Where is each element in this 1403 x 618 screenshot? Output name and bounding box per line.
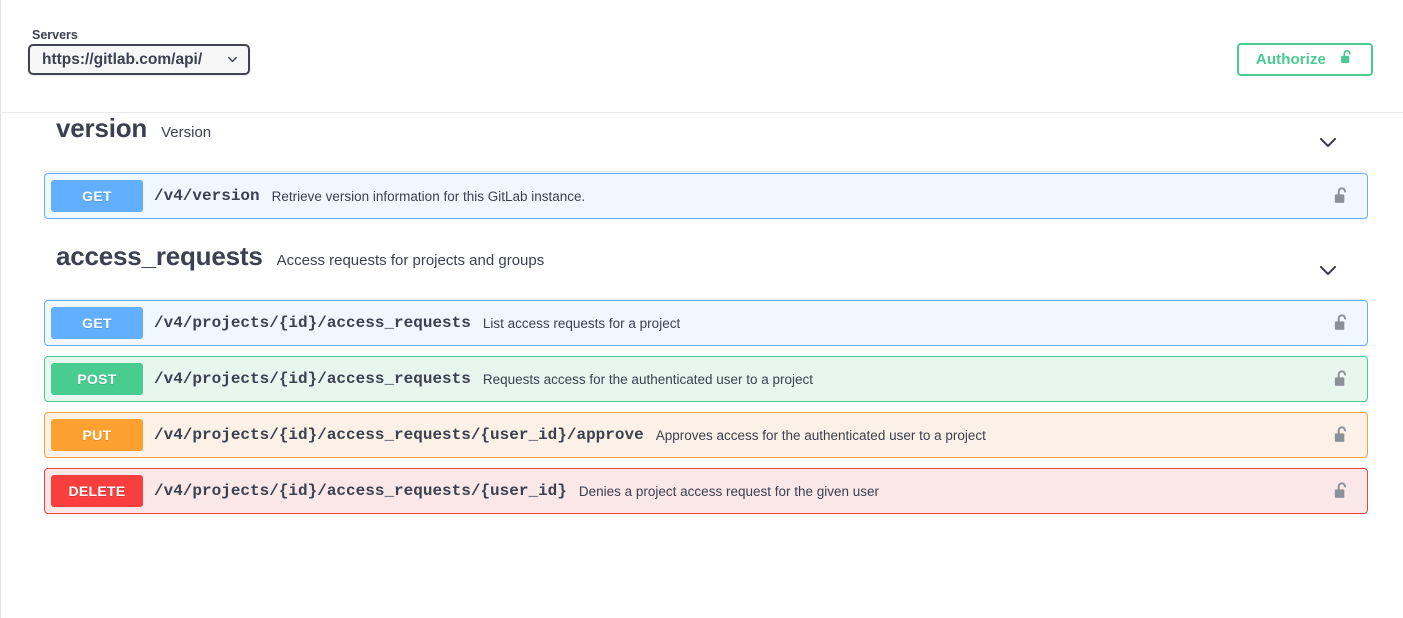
tag-name: version xyxy=(56,113,148,143)
operation-summary: Approves access for the authenticated us… xyxy=(655,427,986,443)
chevron-down-icon xyxy=(225,52,240,67)
http-method-badge: DELETE xyxy=(51,475,143,507)
server-url-value: https://gitlab.com/api/ xyxy=(42,50,203,68)
tag-divider xyxy=(44,299,1368,300)
tag-description: Access requests for projects and groups xyxy=(276,252,545,269)
servers-toolbar: Servers https://gitlab.com/api/ Authoriz… xyxy=(0,0,1403,113)
servers-label: Servers xyxy=(32,28,78,42)
http-method-badge: PUT xyxy=(51,419,143,451)
operation-path: /v4/projects/{id}/access_requests xyxy=(154,370,471,388)
server-url-select[interactable]: https://gitlab.com/api/ xyxy=(28,44,250,75)
tag-section-version: version Version GET /v4/version Retrieve… xyxy=(1,113,1403,219)
unlocked-padlock-icon[interactable] xyxy=(1333,369,1350,389)
http-method-badge: GET xyxy=(51,180,143,212)
operation-row[interactable]: GET /v4/projects/{id}/access_requests Li… xyxy=(44,300,1368,346)
operation-path: /v4/version xyxy=(154,187,260,205)
operation-row[interactable]: GET /v4/version Retrieve version informa… xyxy=(44,173,1368,219)
chevron-down-icon[interactable] xyxy=(1315,257,1341,283)
operation-list-access-requests: GET /v4/projects/{id}/access_requests Li… xyxy=(1,300,1403,514)
operation-row[interactable]: PUT /v4/projects/{id}/access_requests/{u… xyxy=(44,412,1368,458)
tag-header-access-requests[interactable]: access_requests Access requests for proj… xyxy=(1,241,1403,299)
tag-divider xyxy=(44,171,1368,172)
tag-name: access_requests xyxy=(56,241,263,271)
unlocked-padlock-icon[interactable] xyxy=(1333,313,1350,333)
operation-summary: Retrieve version information for this Gi… xyxy=(271,188,586,204)
operation-summary: List access requests for a project xyxy=(482,315,681,331)
operation-row[interactable]: POST /v4/projects/{id}/access_requests R… xyxy=(44,356,1368,402)
chevron-down-icon[interactable] xyxy=(1315,129,1341,155)
tag-description: Version xyxy=(161,124,212,141)
authorize-button-label: Authorize xyxy=(1255,51,1326,68)
operation-path: /v4/projects/{id}/access_requests/{user_… xyxy=(154,482,567,500)
unlocked-padlock-icon xyxy=(1340,49,1354,71)
tag-header-version[interactable]: version Version xyxy=(1,113,1403,171)
operation-path: /v4/projects/{id}/access_requests/{user_… xyxy=(154,426,644,444)
tag-section-access-requests: access_requests Access requests for proj… xyxy=(1,241,1403,514)
unlocked-padlock-icon[interactable] xyxy=(1333,425,1350,445)
operation-summary: Requests access for the authenticated us… xyxy=(482,371,814,387)
section-spacer xyxy=(1,229,1403,241)
http-method-badge: GET xyxy=(51,307,143,339)
operation-list-version: GET /v4/version Retrieve version informa… xyxy=(1,173,1403,219)
operations-body: version Version GET /v4/version Retrieve… xyxy=(0,113,1403,618)
unlocked-padlock-icon[interactable] xyxy=(1333,481,1350,501)
operation-row[interactable]: DELETE /v4/projects/{id}/access_requests… xyxy=(44,468,1368,514)
operation-summary: Denies a project access request for the … xyxy=(578,483,880,499)
http-method-badge: POST xyxy=(51,363,143,395)
authorize-button[interactable]: Authorize xyxy=(1236,43,1373,76)
unlocked-padlock-icon[interactable] xyxy=(1333,186,1350,206)
servers-block: Servers https://gitlab.com/api/ xyxy=(28,28,250,75)
operation-path: /v4/projects/{id}/access_requests xyxy=(154,314,471,332)
